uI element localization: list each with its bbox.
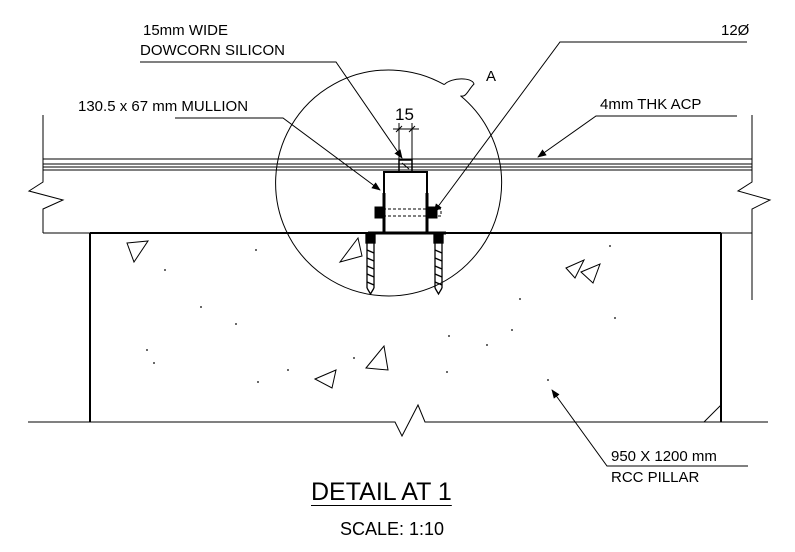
detail-title: DETAIL AT 1: [311, 478, 452, 506]
mullion-label: 130.5 x 67 mm MULLION: [78, 98, 249, 115]
pillar-label-line2: RCC PILLAR: [611, 469, 700, 486]
leader-lines: [140, 41, 748, 467]
concrete-hatch: [126, 236, 601, 389]
concrete-dots: [146, 245, 616, 383]
pillar-label-line1: 950 X 1200 mm: [611, 448, 717, 465]
bolt-label: 12Ø: [721, 22, 750, 39]
dimension-label: 15: [395, 105, 414, 124]
acp-panel: [43, 158, 752, 171]
silicon-label-line2: DOWCORN SILICON: [140, 42, 286, 59]
rcc-pillar: [28, 232, 768, 438]
detail-callout-circle: [275, 69, 503, 297]
dimension-15: [393, 123, 419, 160]
anchor-bolt-left: [365, 232, 376, 296]
acp-label: 4mm THK ACP: [600, 96, 702, 113]
silicon-label-line1: 15mm WIDE: [143, 22, 229, 39]
mullion-section: [368, 159, 446, 235]
anchor-bolt-right: [433, 232, 444, 296]
callout-letter: A: [486, 68, 497, 85]
scale-label: SCALE: 1:10: [340, 519, 445, 539]
